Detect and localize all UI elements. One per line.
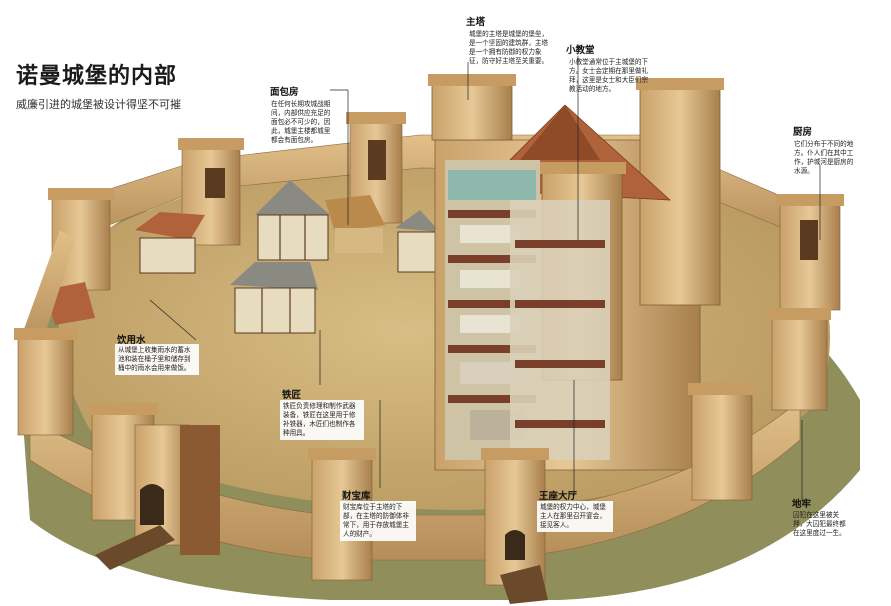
label-bakehouse-text: 在任何长期攻城战期间，内部供应充足的面包必不可少的，因此，城堡主楼都城里都会有面…	[271, 100, 331, 144]
label-great-hall-text: 城堡的权力中心，城堡主人在那里召开宴会，接见客人。	[537, 501, 613, 532]
label-bakehouse-title: 面包房	[270, 87, 299, 98]
smithy-building	[230, 262, 318, 334]
label-great-hall-title: 王座大厅	[539, 491, 578, 502]
label-smith-text: 铁匠负责修理和制作武器装备，铁匠在这里用于修补铁器，木匠们也制作各种用具。	[280, 400, 364, 440]
bakehouse-building	[255, 180, 330, 261]
label-treasury-text: 财宝库位于主塔的下部，在主塔的防御体非常下，用于存放城堡主人的财产。	[340, 501, 416, 541]
right-mid-tower	[768, 308, 831, 411]
keep	[428, 74, 724, 471]
small-house	[395, 210, 440, 273]
straw-roof-building	[325, 195, 385, 253]
left-wall	[20, 230, 75, 350]
label-dungeon-title: 地牢	[792, 499, 812, 510]
front-right-tower	[688, 383, 756, 501]
label-kitchen-title: 厨房	[793, 127, 813, 138]
front-left-tower	[14, 328, 77, 436]
page-title: 诺曼城堡的内部	[16, 63, 178, 89]
label-dungeon-text: 囚犯在这里被关押，大囚犯最终都在这里度过一生。	[793, 511, 846, 537]
storehouse-building	[135, 212, 205, 274]
label-kitchen-text: 它们分布于不同的地方。仆人们在其中工作，护城河是厨房的水源。	[794, 140, 854, 175]
right-tower	[776, 194, 844, 311]
front-gate-tower	[481, 448, 549, 604]
label-water-title: 饮用水	[117, 335, 146, 346]
label-smith-title: 铁匠	[282, 390, 302, 401]
label-chapel-text: 小教堂通常位于主城堡的下方。女士会定期在那里做礼拜，这里是女士和大臣们宗教活动的…	[569, 58, 649, 93]
label-water-text: 从城堡上收集雨水的蓄水池和装在桶子里和储存到桶中的雨水会用来做饭。	[115, 344, 199, 375]
label-main-tower-text: 城堡的主塔是城堡的堡垒，是一个坚固的建筑群，主塔是一个拥有防御的权力象征，防守好…	[469, 30, 549, 65]
leader-lines	[149, 56, 821, 500]
label-chapel-title: 小教堂	[566, 45, 595, 56]
label-main-tower-title: 主塔	[466, 17, 486, 28]
page-subtitle: 威廉引进的城堡被设计得坚不可摧	[16, 98, 181, 111]
label-treasury-title: 财宝库	[342, 491, 371, 502]
gatehouse	[88, 403, 220, 570]
